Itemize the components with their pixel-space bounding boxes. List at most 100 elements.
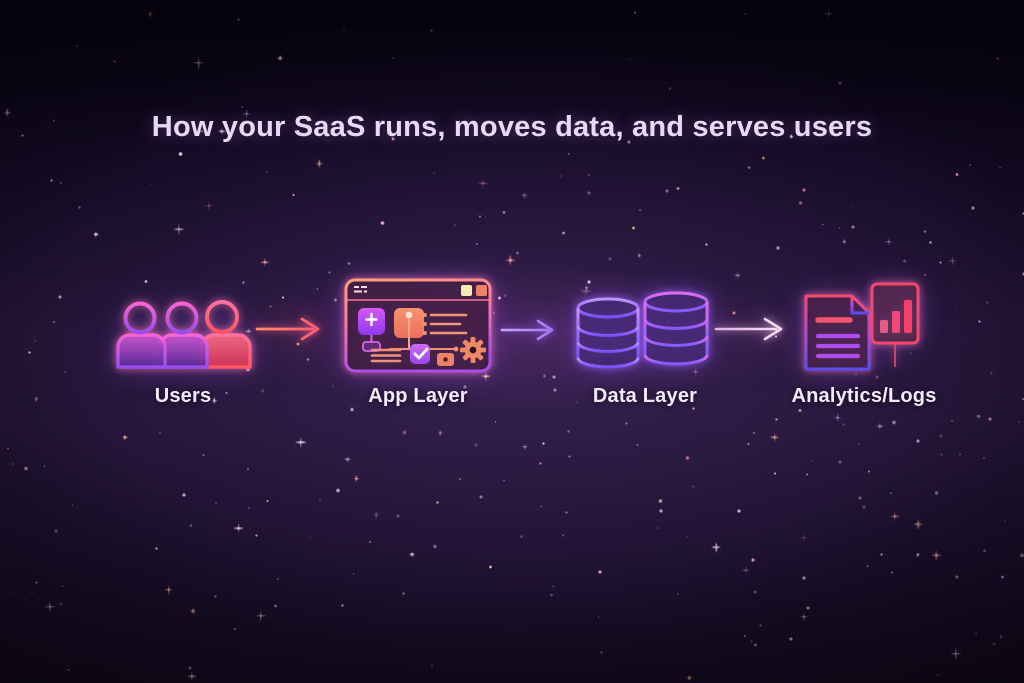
star bbox=[913, 519, 923, 529]
star bbox=[315, 159, 324, 168]
star bbox=[561, 231, 566, 235]
window-button-yellow bbox=[461, 285, 472, 296]
star bbox=[977, 319, 982, 324]
star bbox=[958, 453, 961, 456]
star bbox=[67, 669, 70, 672]
star bbox=[34, 581, 38, 585]
star bbox=[884, 238, 893, 247]
star bbox=[478, 494, 483, 499]
star bbox=[800, 613, 808, 621]
star bbox=[991, 641, 997, 647]
analytics-document-icon bbox=[804, 282, 920, 371]
star bbox=[851, 225, 855, 229]
star bbox=[327, 270, 331, 275]
star bbox=[505, 254, 517, 266]
star bbox=[292, 193, 296, 197]
star bbox=[202, 453, 206, 457]
star bbox=[189, 524, 193, 528]
star bbox=[752, 431, 755, 435]
star bbox=[732, 311, 736, 315]
star bbox=[770, 433, 779, 442]
flow-arrow-users-to-app bbox=[255, 316, 329, 347]
star bbox=[429, 28, 433, 32]
star bbox=[744, 634, 747, 637]
star bbox=[241, 280, 246, 285]
flow-arrow-data-to-analytics bbox=[714, 316, 792, 347]
gear-icon bbox=[460, 337, 486, 363]
star bbox=[951, 420, 954, 422]
star bbox=[806, 606, 810, 610]
star bbox=[1018, 420, 1021, 424]
star bbox=[254, 534, 259, 538]
star bbox=[146, 10, 155, 19]
star bbox=[940, 452, 943, 456]
star bbox=[71, 504, 74, 507]
star bbox=[273, 604, 278, 608]
star bbox=[23, 466, 29, 471]
star bbox=[475, 242, 478, 245]
star bbox=[773, 471, 777, 475]
star bbox=[542, 442, 546, 446]
star bbox=[865, 564, 869, 568]
node-analytics-logs bbox=[800, 280, 922, 377]
star bbox=[122, 434, 129, 441]
star bbox=[6, 446, 10, 450]
star bbox=[659, 509, 664, 514]
star bbox=[974, 632, 977, 635]
database-stack-icon bbox=[576, 291, 709, 369]
star bbox=[61, 585, 64, 587]
star bbox=[633, 11, 637, 14]
star bbox=[788, 636, 793, 641]
star bbox=[937, 674, 939, 677]
star bbox=[782, 79, 785, 82]
star bbox=[948, 256, 958, 266]
star bbox=[178, 151, 183, 156]
star bbox=[560, 175, 562, 178]
star bbox=[656, 526, 659, 529]
star bbox=[938, 433, 944, 439]
star bbox=[58, 295, 63, 300]
star bbox=[333, 298, 338, 302]
star bbox=[431, 665, 433, 667]
window-button-red bbox=[476, 285, 487, 296]
node-users bbox=[105, 293, 260, 380]
star bbox=[1000, 575, 1005, 579]
star bbox=[968, 164, 971, 167]
star bbox=[521, 192, 528, 199]
star bbox=[520, 534, 524, 538]
star bbox=[318, 499, 321, 502]
star bbox=[43, 464, 46, 467]
star bbox=[352, 573, 355, 575]
star bbox=[704, 242, 709, 247]
star bbox=[44, 601, 56, 613]
star bbox=[237, 18, 241, 22]
star bbox=[637, 253, 642, 258]
star bbox=[276, 577, 279, 581]
star bbox=[711, 542, 721, 552]
star bbox=[567, 429, 571, 433]
star bbox=[34, 396, 39, 401]
star bbox=[985, 300, 990, 305]
star bbox=[432, 544, 438, 549]
star bbox=[631, 226, 636, 230]
star bbox=[996, 57, 999, 60]
label-data-layer: Data Layer bbox=[592, 385, 698, 407]
star bbox=[11, 462, 15, 465]
star bbox=[552, 375, 557, 380]
star bbox=[747, 442, 750, 446]
star bbox=[182, 493, 186, 497]
star bbox=[862, 505, 867, 510]
star bbox=[939, 261, 943, 265]
star bbox=[369, 541, 372, 544]
star bbox=[639, 209, 642, 212]
star bbox=[841, 422, 845, 426]
star bbox=[266, 499, 269, 503]
star bbox=[269, 304, 273, 308]
star bbox=[564, 510, 569, 515]
star bbox=[497, 295, 502, 300]
star bbox=[676, 592, 679, 595]
star bbox=[890, 511, 901, 522]
star bbox=[982, 457, 985, 460]
star bbox=[954, 574, 960, 580]
star bbox=[950, 648, 962, 660]
